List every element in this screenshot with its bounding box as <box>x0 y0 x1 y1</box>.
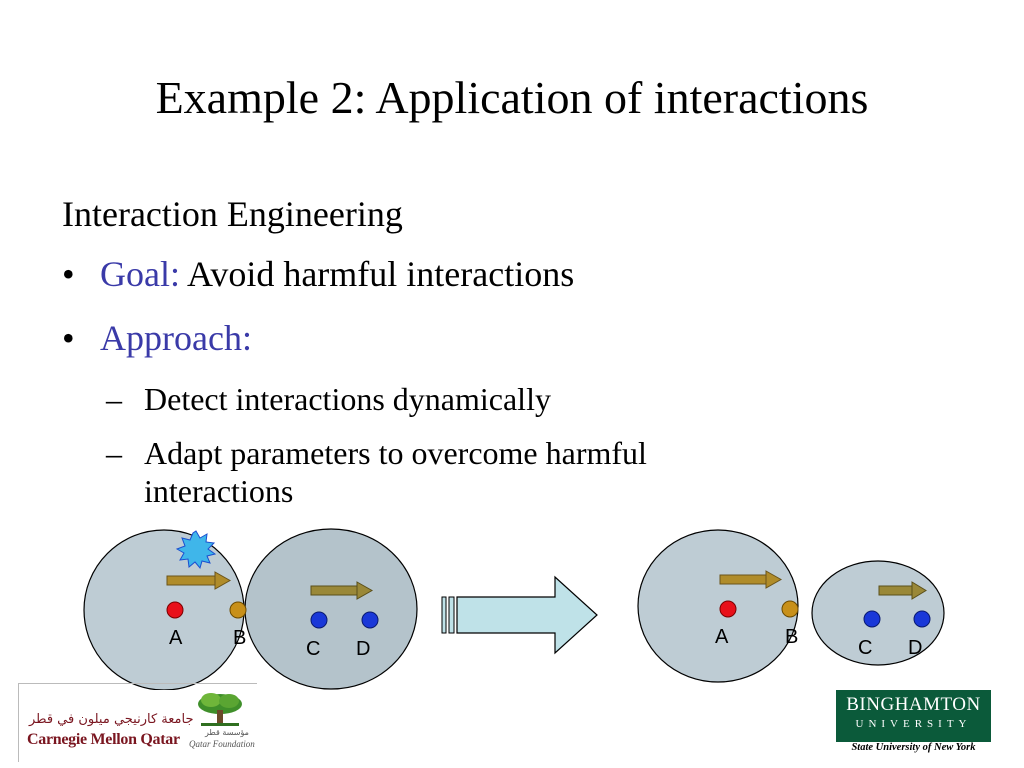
node-label: D <box>908 637 922 659</box>
sub-dash: – <box>106 381 122 417</box>
slide-body: Interaction Engineering • Goal: Avoid ha… <box>62 192 962 526</box>
goal-label: Goal: <box>100 254 180 294</box>
before-scenario: A B C D <box>83 528 418 690</box>
node-c <box>863 610 881 628</box>
tree-icon <box>198 693 242 726</box>
qf-name: Qatar Foundation <box>189 739 255 749</box>
cmu-arabic-name: جامعة كارنيجي ميلون في قطر <box>29 712 194 727</box>
node-label: B <box>785 626 798 648</box>
sub-bullet-text: Detect interactions dynamically <box>144 381 551 417</box>
node-label: A <box>169 627 183 649</box>
bullet-approach: • Approach: <box>62 316 962 360</box>
sub-bullet-text: Adapt parameters to overcome harmful int… <box>144 435 647 509</box>
bu-name: BINGHAMTON <box>846 694 981 715</box>
direction-arrow <box>310 581 374 600</box>
bu-university: UNIVERSITY <box>855 718 972 730</box>
bullet-dot: • <box>62 254 75 294</box>
bullet-goal-text: Goal: Avoid harmful interactions <box>100 252 574 296</box>
bullet-goal: • Goal: Avoid harmful interactions <box>62 252 962 296</box>
interaction-diagram: A B C D A B <box>83 528 945 690</box>
node-a <box>166 601 184 619</box>
direction-arrow <box>878 581 927 600</box>
slide-title: Example 2: Application of interactions <box>155 72 869 123</box>
node-b <box>781 600 799 618</box>
node-label: C <box>858 637 872 659</box>
approach-label: Approach: <box>100 318 252 358</box>
bu-tagline: State University of New York <box>851 742 976 753</box>
bullet-dot: • <box>62 318 75 358</box>
cmu-name: Carnegie Mellon Qatar <box>27 731 180 748</box>
cmu-qatar-logo: جامعة كارنيجي ميلون في قطر Carnegie Mell… <box>18 683 257 762</box>
binghamton-logo: BINGHAMTON UNIVERSITY State University o… <box>836 690 991 753</box>
sub-bullet-adapt: – Adapt parameters to overcome harmful i… <box>106 434 962 510</box>
range-circle-left <box>83 529 245 690</box>
section-heading: Interaction Engineering <box>62 194 403 234</box>
goal-text: Avoid harmful interactions <box>179 254 575 294</box>
collision-starburst-icon <box>175 530 217 570</box>
transition-arrow-icon <box>441 575 598 655</box>
node-label: A <box>715 626 729 648</box>
node-label: C <box>306 638 320 660</box>
node-a <box>719 600 737 618</box>
node-d <box>913 610 931 628</box>
node-label: B <box>233 627 246 649</box>
node-d <box>361 611 379 629</box>
binghamton-wordmark: BINGHAMTON UNIVERSITY <box>836 690 991 742</box>
range-circle-right <box>244 528 418 690</box>
node-c <box>310 611 328 629</box>
sub-dash: – <box>106 435 122 471</box>
qf-arabic-name: مؤسسة قطر <box>205 728 249 737</box>
node-b <box>229 601 247 619</box>
direction-arrow <box>719 570 783 589</box>
after-scenario: A B C D <box>637 529 945 683</box>
node-label: D <box>356 638 370 660</box>
range-circle-left <box>637 529 799 683</box>
direction-arrow <box>166 571 232 590</box>
sub-bullet-detect: – Detect interactions dynamically <box>106 380 962 418</box>
